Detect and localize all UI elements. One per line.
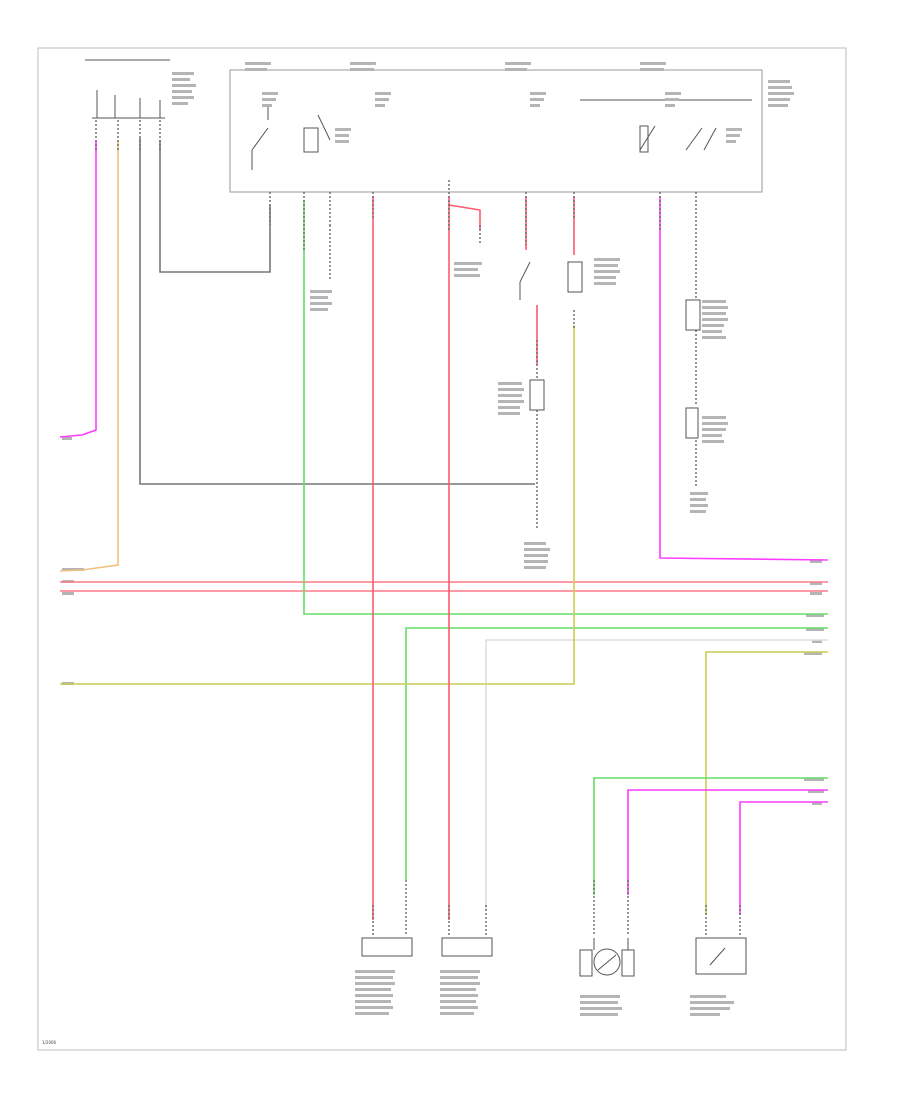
module-internal-switches	[251, 99, 752, 170]
wire-pink-left	[59, 140, 97, 438]
pressure-switch	[695, 937, 747, 975]
wire-red-short	[448, 204, 481, 230]
wire-green-1	[303, 200, 828, 615]
wire-yellow-right	[705, 651, 828, 915]
wire-tan-left	[59, 140, 119, 572]
wire-gray-module	[159, 140, 271, 273]
wire-yellow-left	[60, 325, 575, 685]
label-blocks	[62, 62, 824, 1016]
sensor-mid	[441, 937, 493, 957]
wire-gray-left	[139, 138, 535, 485]
wire-pink-bottom-1	[627, 789, 828, 895]
sensor-left	[361, 937, 413, 957]
wire-pink-right	[659, 196, 829, 561]
relay-component	[519, 261, 701, 439]
control-module-box	[229, 69, 763, 193]
wire-pink-bottom-2	[739, 801, 828, 915]
connector-segments	[95, 120, 741, 935]
wire-green-bottom	[593, 777, 828, 895]
bottom-components	[361, 937, 747, 977]
page-tag: 1/2006	[42, 1040, 57, 1045]
left-top-connector	[85, 59, 170, 119]
diagram-frame	[37, 47, 847, 1051]
wire-green-2	[405, 627, 828, 880]
motor-component	[579, 938, 635, 977]
wire-white-1	[485, 639, 828, 910]
